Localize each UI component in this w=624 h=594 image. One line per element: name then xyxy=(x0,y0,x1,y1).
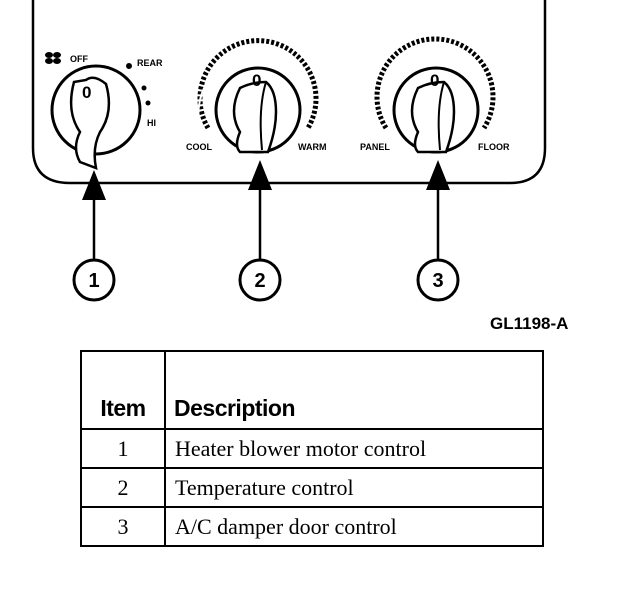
callout-circle-3 xyxy=(416,258,460,302)
callout-arrow-3 xyxy=(426,160,450,260)
item-number: 1 xyxy=(80,428,166,469)
temperature-knob-pointer-mark: 0 xyxy=(252,71,261,90)
table-row: 2 Temperature control xyxy=(80,467,544,508)
callout-circle-2 xyxy=(238,258,282,302)
control-panel-outline xyxy=(31,0,547,185)
callout-circle-1 xyxy=(72,258,116,302)
callout-arrow-2 xyxy=(248,160,272,260)
blower-knob-grip xyxy=(69,76,111,170)
temperature-warm-label: WARM xyxy=(298,142,327,152)
item-number: 3 xyxy=(80,506,166,547)
damper-range-arc xyxy=(374,36,496,130)
item-description: Temperature control xyxy=(164,467,544,508)
blower-knob-group: OFF REAR HI 0 xyxy=(45,52,163,170)
speed-dot-2 xyxy=(145,100,151,106)
callout-number-1: 1 xyxy=(88,270,99,292)
damper-panel-label: PANEL xyxy=(360,142,390,152)
damper-knob-grip xyxy=(410,80,456,154)
temperature-knob-group: 0 COOL WARM xyxy=(186,38,327,154)
item-description: A/C damper door control xyxy=(164,506,544,547)
fan-icon xyxy=(45,52,61,64)
blower-knob-pointer-mark: 0 xyxy=(82,83,91,102)
callout-arrow-1 xyxy=(82,170,106,260)
damper-knob-group: 0 PANEL FLOOR xyxy=(360,36,510,154)
temperature-range-arc xyxy=(197,38,319,130)
table-row: 1 Heater blower motor control xyxy=(80,428,544,469)
blower-rear-label: REAR xyxy=(137,58,163,68)
description-column-header: Description xyxy=(164,350,544,430)
item-description-table: Item Description 1 Heater blower motor c… xyxy=(80,350,544,547)
blower-off-label: OFF xyxy=(70,54,88,64)
item-number: 2 xyxy=(80,467,166,508)
damper-knob-pointer-mark: 0 xyxy=(430,71,439,90)
figure-id: GL1198-A xyxy=(490,314,569,333)
blower-hi-label: HI xyxy=(147,118,156,128)
damper-floor-label: FLOOR xyxy=(478,142,510,152)
item-column-header: Item xyxy=(80,350,166,430)
speed-dot-1 xyxy=(141,85,147,91)
item-description: Heater blower motor control xyxy=(164,428,544,469)
table-row: 3 A/C damper door control xyxy=(80,506,544,547)
temperature-cool-label: COOL xyxy=(186,142,213,152)
control-panel-diagram: OFF REAR HI 0 0 COOL WARM 0 PANEL FLOOR xyxy=(31,0,547,302)
temperature-knob-grip xyxy=(232,80,278,154)
callout-number-2: 2 xyxy=(254,270,265,292)
callout-number-3: 3 xyxy=(432,270,443,292)
table-header-row: Item Description xyxy=(80,350,544,430)
rear-indicator-dot xyxy=(126,63,132,69)
